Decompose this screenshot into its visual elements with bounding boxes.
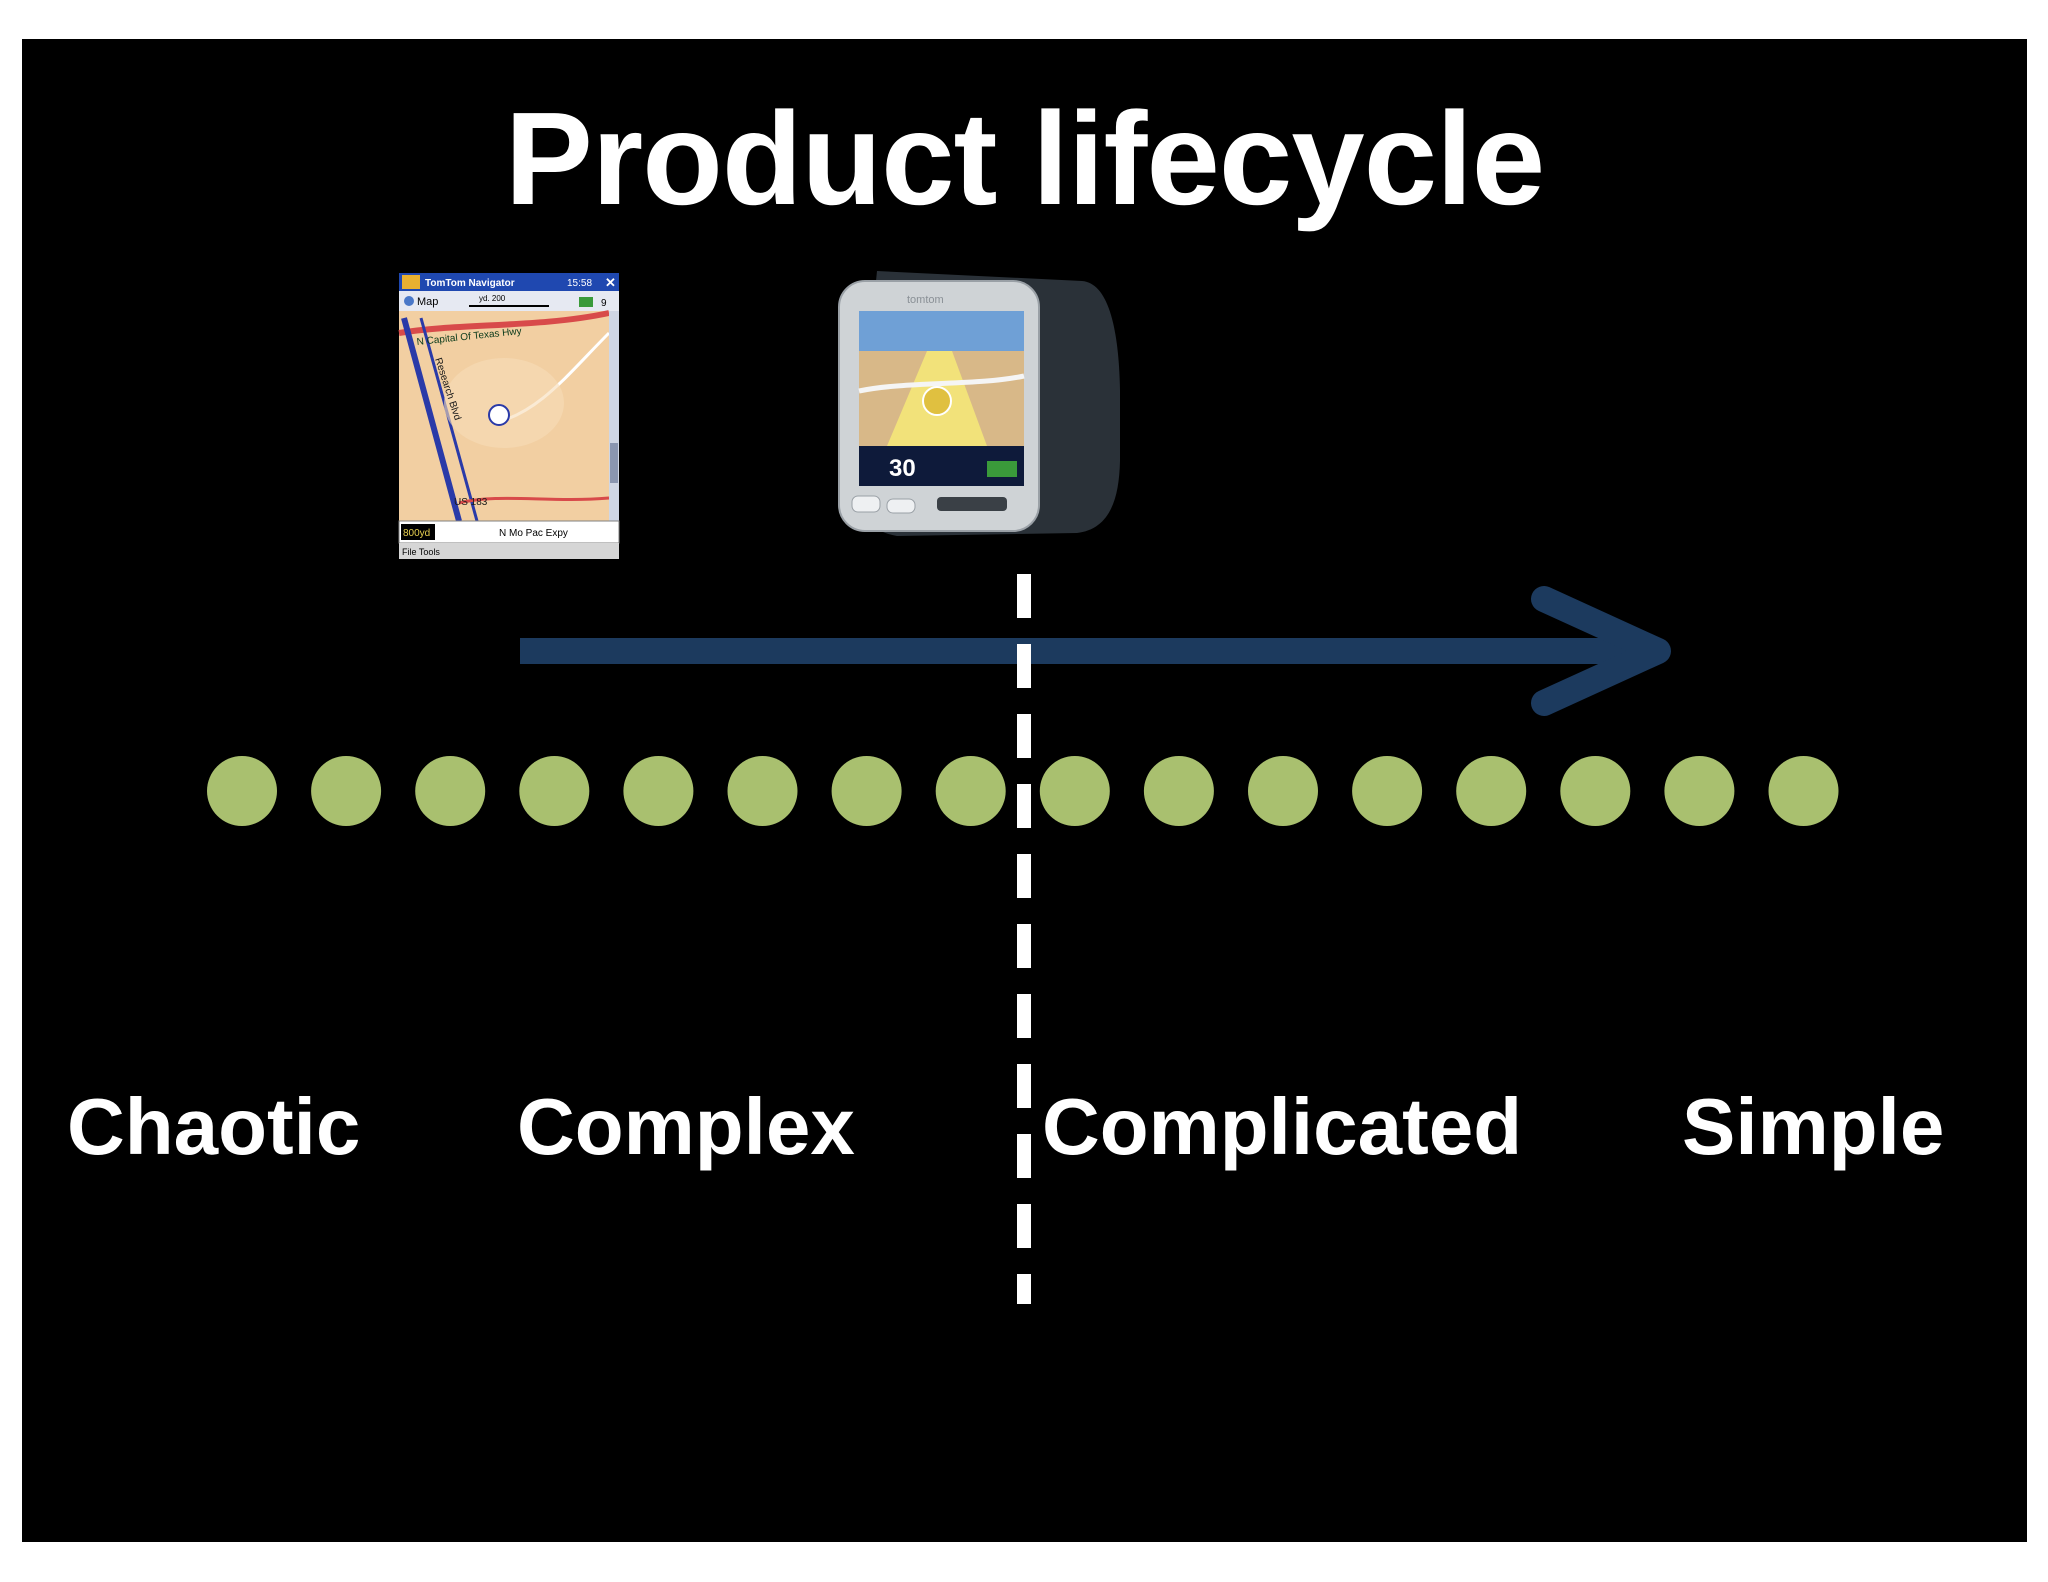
globe-icon [404, 296, 414, 306]
device-button-right [886, 498, 916, 514]
pda-map-menu: Map [417, 296, 438, 308]
timeline-dot [1248, 756, 1318, 826]
pda-app-title: TomTom Navigator [425, 278, 515, 289]
arrowhead [1531, 586, 1671, 716]
stage-label-chaotic: Chaotic [67, 1082, 361, 1171]
windows-flag-icon [402, 275, 420, 289]
timeline-dots [207, 756, 1839, 826]
timeline-dot [1143, 756, 1214, 826]
pda-screenshot: TomTom Navigator 15:58 ✕ Map yd. 200 9 N… [398, 273, 620, 559]
device-speed: 30 [889, 455, 916, 482]
tomtom-device: tomtom 30 [838, 271, 1120, 536]
device-signal-icon [987, 461, 1017, 477]
lifecycle-diagram: TomTom Navigator 15:58 ✕ Map yd. 200 9 N… [207, 271, 1839, 1304]
timeline-dot [1560, 756, 1631, 826]
slide-title: Product lifecycle [504, 85, 1545, 232]
device-brand: tomtom [907, 294, 944, 306]
timeline-dot [311, 756, 382, 826]
timeline-dot [1039, 756, 1110, 826]
timeline-dot [207, 756, 277, 826]
position-marker-icon [488, 404, 510, 426]
device-card-slot [937, 497, 1007, 511]
slide: Product lifecycle TomTom Navigator 15:58… [22, 39, 2027, 1542]
timeline-dot [623, 756, 694, 826]
pda-close-icon: ✕ [605, 275, 616, 290]
lifecycle-arrow [520, 586, 1671, 716]
stage-label-complex: Complex [517, 1082, 855, 1171]
pda-street-low: US 183 [454, 497, 488, 508]
pda-scale-label: yd. 200 [479, 294, 506, 303]
timeline-dot [727, 756, 798, 826]
pda-scrollbar [609, 311, 619, 521]
timeline-dot [1768, 756, 1839, 826]
device-button-left [851, 495, 881, 513]
timeline-dot [935, 756, 1006, 826]
timeline-dot [1664, 756, 1735, 826]
pda-next-road: N Mo Pac Expy [499, 528, 568, 539]
timeline-dot [831, 756, 902, 826]
pda-clock: 15:58 [567, 278, 592, 289]
timeline-dot [1352, 756, 1423, 826]
signal-icon [579, 297, 593, 307]
timeline-dot [519, 756, 590, 826]
stage-label-simple: Simple [1682, 1082, 1945, 1171]
pda-satellites: 9 [601, 298, 607, 309]
stage-label-complicated: Complicated [1042, 1082, 1523, 1171]
timeline-dot [1456, 756, 1527, 826]
pda-menu-bar: File Tools [402, 547, 440, 557]
pda-distance: 800yd [403, 528, 430, 539]
timeline-dot [415, 756, 486, 826]
